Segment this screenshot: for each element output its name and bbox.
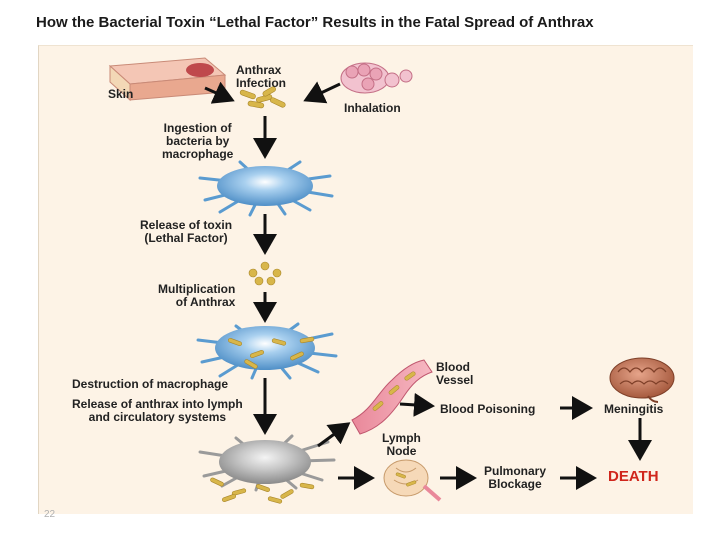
destroyed-macrophage: [198, 434, 336, 504]
label-release-toxin: Release of toxin (Lethal Factor): [140, 219, 232, 245]
label-blood-poisoning: Blood Poisoning: [440, 402, 536, 416]
label-release-lymph: Release of anthrax into lymph and circul…: [72, 398, 243, 424]
label-line: Blood: [436, 360, 470, 374]
label-death: DEATH: [608, 468, 659, 485]
label-ingestion: Ingestion of bacteria by macrophage: [162, 122, 233, 161]
toxin-dots: [248, 261, 282, 286]
label-meningitis: Meningitis: [604, 402, 664, 416]
macrophage-cell-2: [196, 322, 338, 380]
arrow-to-blood-vessel: [317, 422, 351, 448]
label-line: Node: [386, 444, 417, 458]
label-line: (Lethal Factor): [144, 231, 228, 245]
arrow-inhalation-to-infection: [303, 81, 341, 104]
label-line: macrophage: [162, 147, 234, 161]
label-line: Ingestion of: [163, 121, 232, 135]
label-anthrax-infection: Anthrax Infection: [236, 64, 286, 90]
label-line: Vessel: [436, 373, 474, 387]
label-line: Multiplication: [158, 282, 236, 296]
label-line: Release of anthrax into lymph: [72, 397, 243, 411]
skin-illustration: [108, 57, 227, 102]
label-line: Anthrax: [236, 63, 282, 77]
label-line: Infection: [236, 76, 286, 90]
label-line: Lymph: [382, 431, 421, 445]
diagram-panel: [38, 45, 693, 514]
label-skin: Skin: [108, 87, 134, 101]
diagram-title: How the Bacterial Toxin “Lethal Factor” …: [36, 14, 594, 31]
label-line: bacteria by: [165, 134, 230, 148]
label-pulmonary-blockage: Pulmonary Blockage: [484, 465, 546, 491]
label-blood-vessel: Blood Vessel: [436, 361, 473, 387]
lymph-node-illustration: [383, 459, 442, 502]
label-line: Pulmonary: [484, 464, 547, 478]
macrophage-cell-1: [198, 160, 334, 217]
label-line: Release of toxin: [140, 218, 233, 232]
arrow-skin-to-infection: [204, 81, 235, 104]
label-line: of Anthrax: [175, 295, 236, 309]
brain-illustration: [609, 357, 675, 403]
label-destruction: Destruction of macrophage: [72, 377, 229, 391]
lung-illustration: [340, 62, 413, 94]
label-multiplication: Multiplication of Anthrax: [158, 283, 235, 309]
label-line: and circulatory systems: [88, 410, 227, 424]
bacteria-cluster: [239, 86, 286, 109]
arrow-to-blood-poisoning: [399, 392, 435, 417]
page-number: 22: [44, 509, 56, 520]
blood-vessel-illustration: [351, 359, 433, 435]
label-inhalation: Inhalation: [344, 101, 401, 115]
label-lymph-node: Lymph Node: [382, 432, 421, 458]
label-line: Blockage: [488, 477, 542, 491]
